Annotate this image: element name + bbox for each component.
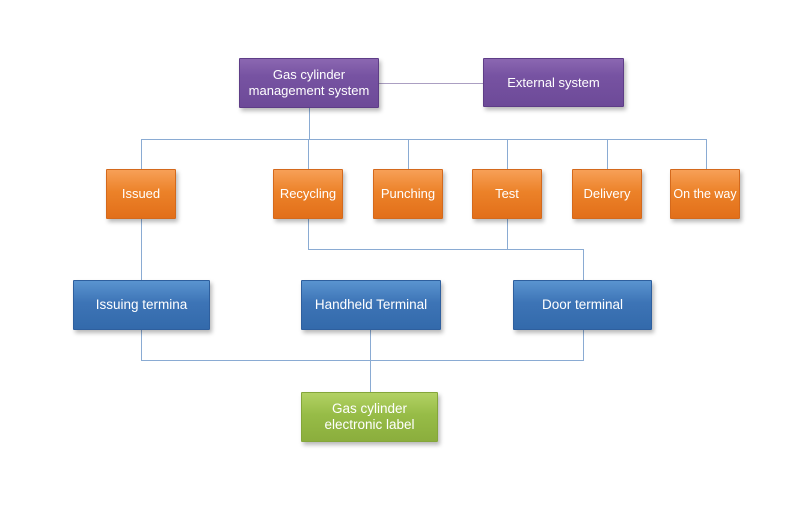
node-delivery: Delivery (572, 169, 642, 219)
node-gas-cylinder-management-system: Gas cylinder management system (239, 58, 379, 108)
node-external-system: External system (483, 58, 624, 107)
node-issued: Issued (106, 169, 176, 219)
connector-top-bus (141, 139, 707, 141)
connector-test-down (507, 219, 509, 249)
connector-drop-on-the-way (706, 139, 708, 169)
connector-drop-punching (408, 139, 410, 169)
node-label: Punching (380, 186, 436, 202)
node-on-the-way: On the way (670, 169, 740, 219)
connector-handheld-electronic-label (370, 330, 372, 392)
connector-issuing-terminal-down (141, 330, 143, 360)
connector-bottom-bus (141, 360, 584, 362)
node-label: Issuing termina (95, 296, 188, 312)
node-label: Gas cylinder management system (248, 67, 370, 98)
connector-management-external (379, 83, 483, 85)
node-label: Issued (121, 186, 161, 202)
node-handheld-terminal: Handheld Terminal (301, 280, 441, 330)
node-label: Door terminal (541, 296, 624, 312)
connector-drop-delivery (607, 139, 609, 169)
node-label: Gas cylinder electronic label (324, 400, 415, 432)
connector-mid-bus (308, 249, 584, 251)
connector-issued-issuing-terminal (141, 219, 143, 280)
node-label: Handheld Terminal (314, 296, 428, 312)
node-label: On the way (673, 186, 737, 201)
node-issuing-terminal: Issuing termina (73, 280, 210, 330)
node-test: Test (472, 169, 542, 219)
connector-management-drop (309, 108, 311, 139)
connector-drop-issued (141, 139, 143, 169)
connector-door-terminal-drop (583, 249, 585, 280)
node-gas-cylinder-electronic-label: Gas cylinder electronic label (301, 392, 438, 442)
connector-drop-recycling (308, 139, 310, 169)
node-label: Recycling (279, 186, 337, 202)
node-punching: Punching (373, 169, 443, 219)
connector-drop-test (507, 139, 509, 169)
node-recycling: Recycling (273, 169, 343, 219)
node-door-terminal: Door terminal (513, 280, 652, 330)
node-label: Test (495, 186, 519, 202)
node-label: External system (507, 74, 600, 90)
connector-door-terminal-down (583, 328, 585, 360)
connector-recycling-down (308, 219, 310, 249)
node-label: Delivery (583, 186, 631, 202)
